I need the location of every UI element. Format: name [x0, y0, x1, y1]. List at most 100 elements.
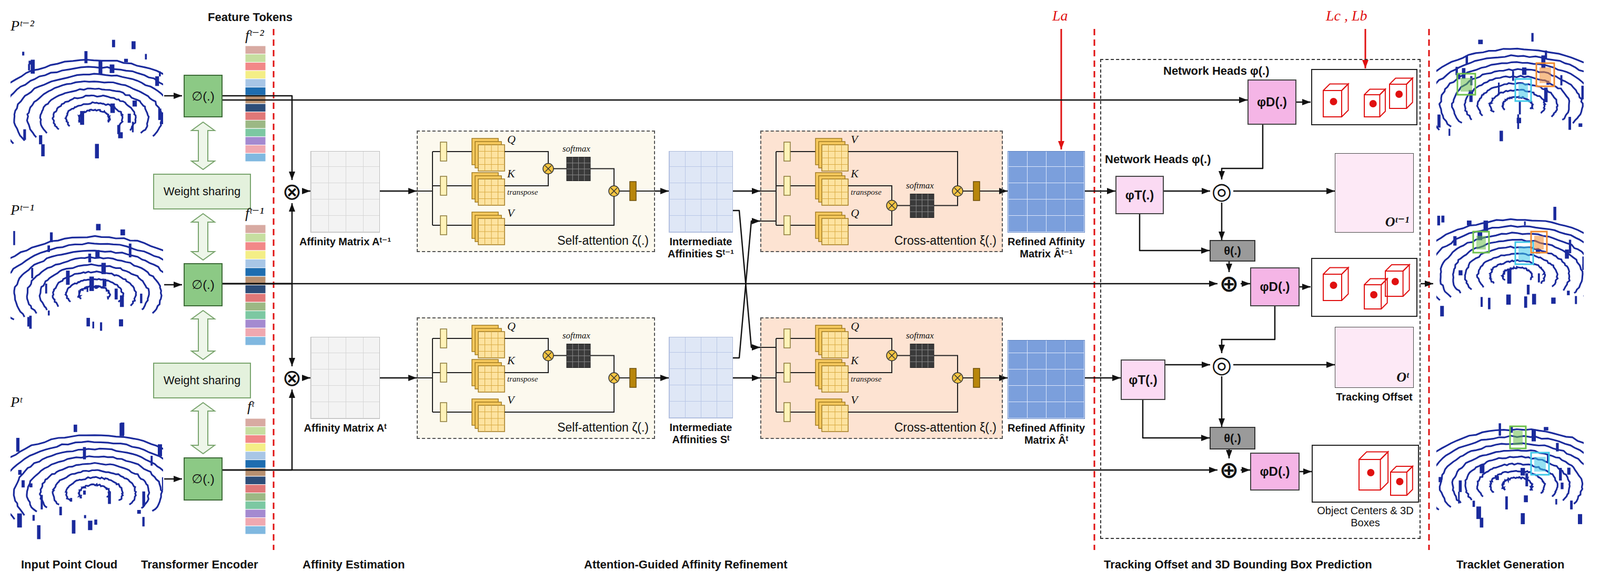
connector — [1221, 202, 1223, 240]
stroke — [1515, 78, 1532, 102]
connector — [222, 283, 1218, 285]
stroke — [157, 444, 163, 457]
stroke — [590, 355, 615, 374]
stroke — [897, 355, 911, 357]
connector — [1221, 124, 1263, 180]
feature-token — [245, 45, 266, 55]
feature-token — [245, 467, 266, 477]
stroke — [848, 383, 958, 412]
stroke — [1439, 443, 1584, 508]
point-cloud — [1436, 206, 1584, 317]
stroke — [432, 371, 472, 374]
stroke — [52, 95, 136, 131]
stroke — [86, 317, 90, 327]
stroke — [101, 262, 106, 274]
stroke — [497, 144, 499, 171]
feature-stack — [478, 331, 505, 358]
stroke — [1460, 77, 1473, 92]
node-text: ⊗ — [282, 179, 303, 204]
stroke — [142, 491, 145, 507]
token-label: fᵗ — [247, 397, 254, 415]
connector — [1240, 283, 1251, 285]
linear-layer — [783, 215, 791, 235]
feature-token — [245, 224, 266, 234]
feature-token — [245, 310, 266, 320]
attention-map — [910, 344, 934, 368]
hollow-arrow — [191, 122, 215, 170]
stroke — [775, 338, 777, 412]
stroke — [94, 519, 98, 525]
stroke — [1395, 90, 1403, 98]
stroke — [49, 232, 53, 243]
loss-label: La — [1052, 7, 1069, 25]
stroke — [1531, 452, 1549, 475]
operator-symbol: ◎ — [1210, 353, 1234, 377]
stroke — [1534, 456, 1546, 472]
stroke — [1366, 468, 1375, 477]
feature-token — [245, 112, 266, 121]
stroke — [94, 285, 98, 289]
stroke — [1436, 55, 1584, 131]
stroke — [545, 352, 552, 359]
stroke — [160, 112, 164, 124]
feature-token — [245, 302, 266, 311]
stroke — [776, 185, 816, 187]
connector — [1228, 449, 1231, 459]
stroke — [73, 424, 78, 432]
stroke — [432, 337, 472, 339]
stroke — [83, 490, 86, 495]
connector — [379, 190, 417, 193]
matrix-grid — [1007, 339, 1085, 419]
stroke — [776, 151, 816, 153]
stroke — [120, 229, 126, 236]
stroke — [1534, 235, 1544, 250]
stroke — [848, 151, 958, 186]
qkv-letter: Q — [507, 319, 516, 334]
connector — [222, 99, 1248, 102]
stroke — [979, 377, 1003, 379]
stroke — [36, 525, 40, 539]
stroke — [1566, 290, 1570, 296]
output-panel — [1311, 258, 1417, 317]
connector — [1084, 377, 1121, 379]
attention-ground — [416, 317, 656, 439]
stroke — [110, 103, 116, 114]
stroke — [821, 157, 849, 159]
stroke — [1574, 295, 1577, 304]
matrix-block: OᵗTracking Offset — [1334, 326, 1414, 404]
linear-layer — [783, 363, 791, 382]
stroke — [1577, 514, 1583, 525]
stroke — [1369, 99, 1377, 108]
stroke — [841, 218, 842, 245]
stroke — [124, 58, 128, 63]
stroke — [29, 482, 33, 488]
feature-stack — [821, 365, 849, 392]
stroke — [478, 344, 505, 346]
stroke — [128, 243, 132, 258]
feature-token — [245, 327, 266, 337]
stroke — [1469, 94, 1473, 103]
stroke — [933, 196, 958, 206]
stroke — [1498, 423, 1501, 436]
node-text: ◎ — [1211, 179, 1232, 203]
stroke — [431, 151, 434, 226]
stroke — [1524, 296, 1528, 308]
stroke — [910, 211, 934, 213]
3d-box — [1390, 466, 1413, 496]
token-label: fᵗ⁻¹ — [245, 204, 265, 222]
feature-stack — [478, 144, 505, 171]
stroke — [432, 224, 472, 226]
feature-token — [245, 267, 266, 277]
stroke — [26, 257, 162, 314]
stroke — [619, 190, 630, 192]
stroke — [497, 218, 499, 245]
stroke — [1495, 475, 1499, 480]
matmul-symbol — [886, 200, 898, 211]
matmul-symbol — [952, 372, 963, 384]
stroke — [1453, 236, 1457, 246]
stroke — [897, 205, 911, 207]
stroke — [1477, 39, 1483, 44]
stroke — [95, 143, 99, 158]
stroke — [584, 157, 585, 181]
node-text: ◎ — [1211, 353, 1232, 377]
